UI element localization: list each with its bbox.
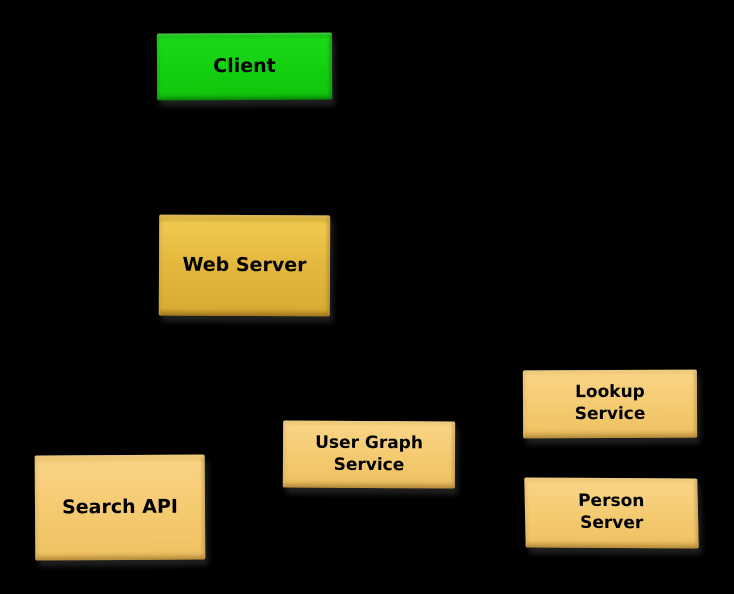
node-person-server-label: Person Server	[577, 491, 645, 534]
node-user-graph-service-label: User Graph Service	[315, 432, 424, 475]
node-client-label: Client	[213, 55, 276, 78]
node-web-server: Web Server	[158, 214, 331, 317]
node-person-server: Person Server	[524, 477, 699, 549]
node-search-api: Search API	[34, 454, 206, 561]
node-web-server-label: Web Server	[182, 254, 307, 277]
node-search-api-label: Search API	[61, 495, 179, 519]
node-lookup-service-label: Lookup Service	[574, 382, 646, 425]
node-user-graph-service: User Graph Service	[282, 420, 456, 489]
node-client: Client	[156, 32, 333, 101]
node-lookup-service: Lookup Service	[522, 369, 698, 439]
